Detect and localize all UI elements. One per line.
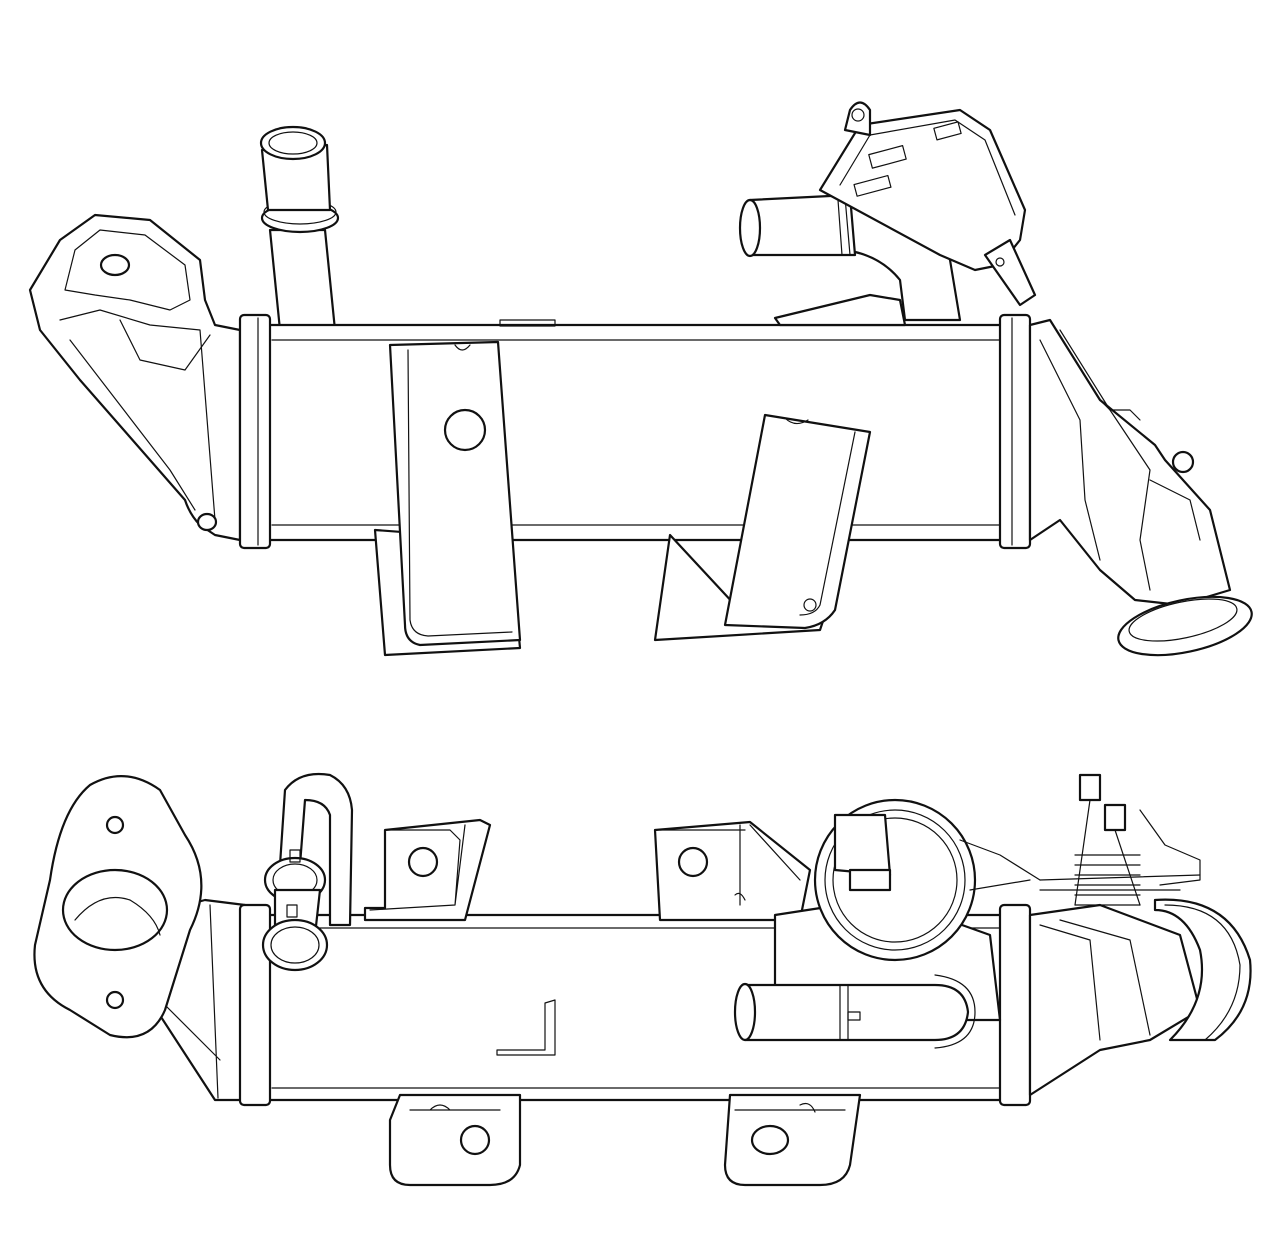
bottom-coolant-pipe-right: [733, 974, 976, 1049]
top-bracket-right: [653, 413, 872, 642]
top-coolant-pipe-left: [259, 125, 340, 332]
top-main-tube: [238, 313, 1032, 550]
bottom-lower-brackets: [388, 1093, 862, 1187]
top-outlet-duct: [1028, 318, 1253, 657]
bottom-view: [33, 772, 1252, 1187]
bottom-left-flange: [33, 775, 247, 1102]
top-left-inlet-flange: [28, 213, 242, 542]
top-view: [28, 101, 1253, 657]
bottom-outlet-duct: [1028, 898, 1252, 1097]
top-bracket-left: [373, 340, 522, 657]
top-actuator: [738, 101, 1037, 327]
bottom-coolant-pipe-left: [261, 772, 354, 972]
bottom-spring-linkage: [1039, 773, 1201, 906]
bottom-upper-brackets: [363, 818, 812, 922]
